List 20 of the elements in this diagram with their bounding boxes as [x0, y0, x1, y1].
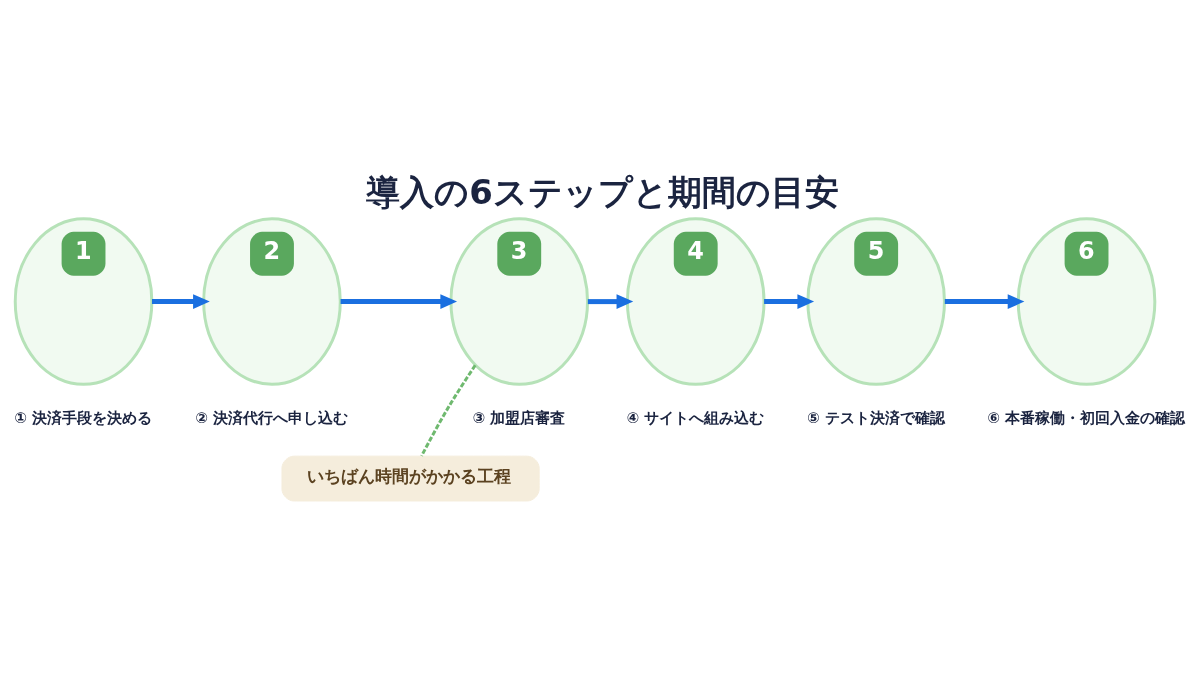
connector: [420, 364, 477, 457]
node-label: ④ サイトへ組み込む: [626, 408, 765, 427]
node-label: ⑤ テスト決済で確認: [806, 408, 945, 427]
node-label: ⑥ 本番稼働・初回入金の確認: [987, 408, 1186, 427]
arrow: [152, 294, 210, 309]
node-label: ① 決済手段を決める: [14, 408, 153, 427]
arrow: [340, 294, 458, 309]
diagram-title: 導入の6ステップと期間の目安: [366, 173, 839, 213]
node-label: ② 決済代行へ申し込む: [195, 408, 349, 427]
node-ellipse: 2: [202, 217, 342, 386]
arrow: [764, 294, 815, 309]
node-ellipse: 5: [806, 217, 946, 386]
node-label: ③ 加盟店審査: [472, 408, 566, 427]
arrow: [944, 294, 1025, 309]
node-ellipse: 1: [13, 217, 154, 386]
node-ellipse: 4: [625, 217, 766, 386]
node-ellipse: 6: [1016, 217, 1157, 386]
arrow: [587, 294, 634, 309]
node-ellipse: 3: [449, 217, 590, 386]
node-box: いちばん時間がかかる工程: [281, 455, 540, 502]
